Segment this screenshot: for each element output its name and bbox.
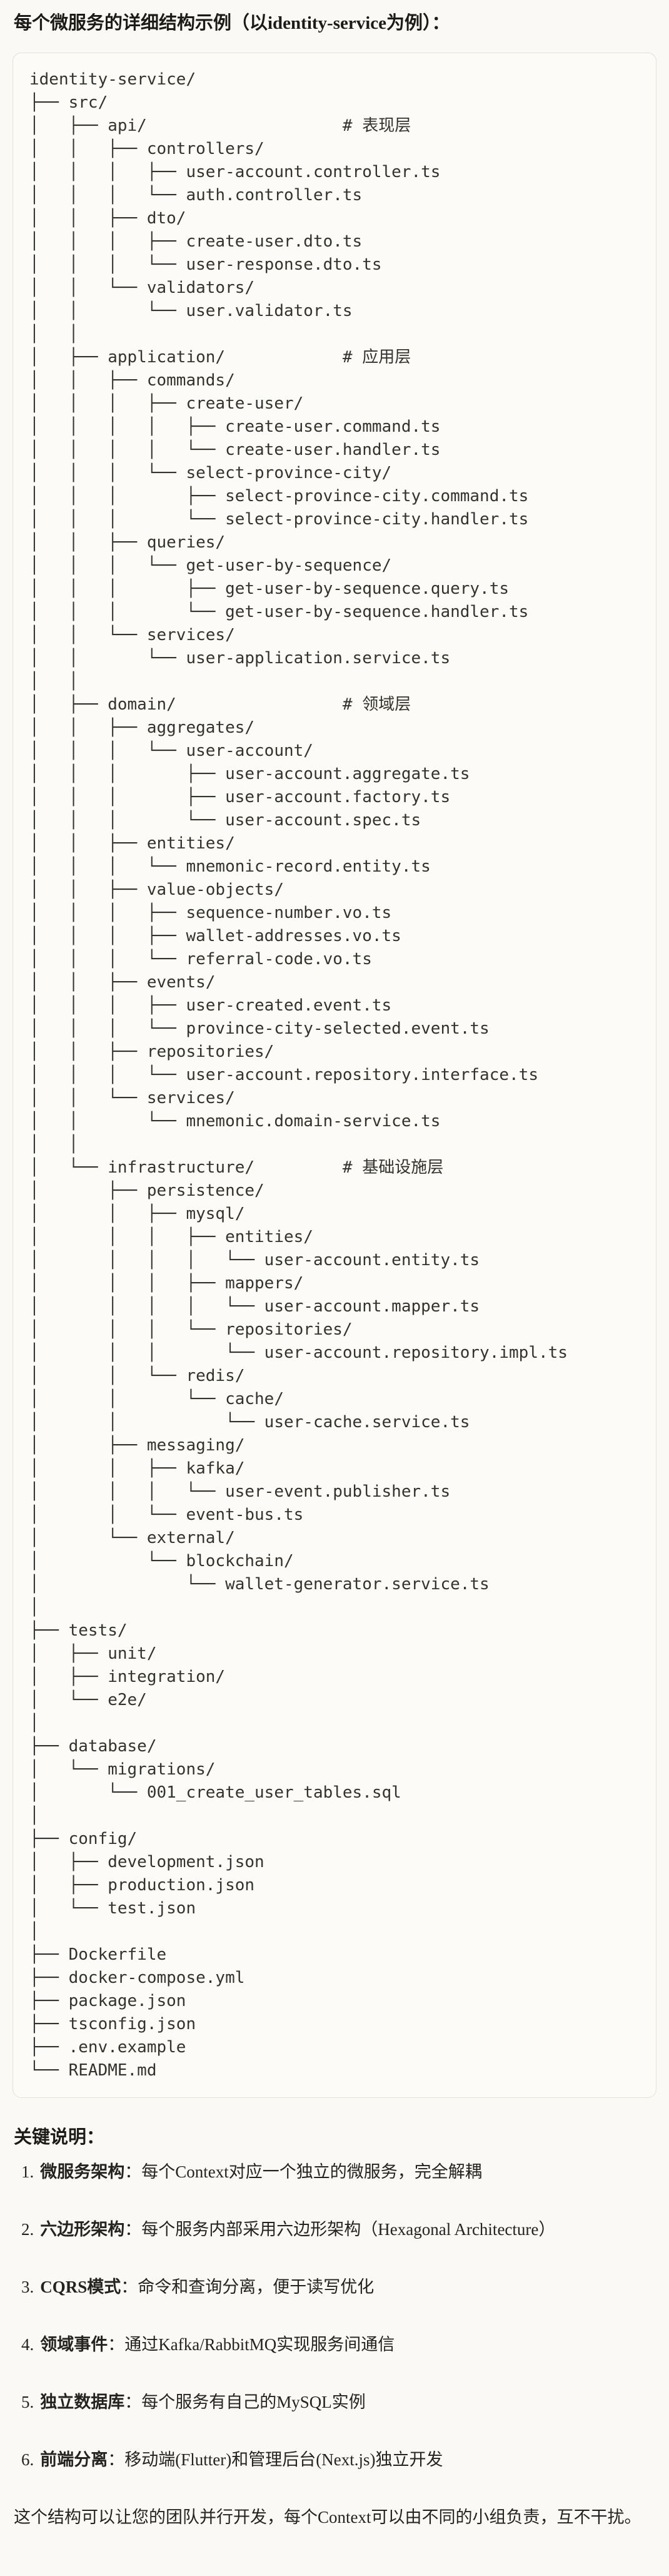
note-item: 6. 前端分离：移动端(Flutter)和管理后台(Next.js)独立开发 xyxy=(21,2447,656,2472)
note-separator: ： xyxy=(124,2162,142,2182)
note-number: 5. xyxy=(21,2393,34,2412)
note-separator: ： xyxy=(108,2335,125,2355)
note-separator: ： xyxy=(124,2220,142,2239)
note-text: 每个服务有自己的MySQL实例 xyxy=(141,2393,366,2412)
note-number: 4. xyxy=(21,2335,34,2355)
note-text: 命令和查询分离，便于读写优化 xyxy=(138,2278,375,2297)
note-text: 移动端(Flutter)和管理后台(Next.js)独立开发 xyxy=(124,2450,443,2470)
file-tree: identity-service/ ├── src/ │ ├── api/ # … xyxy=(29,70,568,2080)
note-label: 独立数据库 xyxy=(40,2393,125,2412)
note-separator: ： xyxy=(124,2393,142,2412)
note-item: 2. 六边形架构：每个服务内部采用六边形架构（Hexagonal Architec… xyxy=(21,2217,656,2242)
note-text: 通过Kafka/RabbitMQ实现服务间通信 xyxy=(124,2335,395,2355)
note-item: 1. 微服务架构：每个Context对应一个独立的微服务，完全解耦 xyxy=(21,2159,656,2184)
note-label: 微服务架构 xyxy=(40,2162,125,2182)
note-separator: ： xyxy=(121,2278,138,2297)
note-item: 3. CQRS模式：命令和查询分离，便于读写优化 xyxy=(21,2274,656,2299)
note-label: 前端分离 xyxy=(40,2450,108,2470)
notes-heading: 关键说明： xyxy=(14,2127,105,2148)
note-label: 领域事件 xyxy=(40,2335,108,2355)
closing-paragraph: 这个结构可以让您的团队并行开发，每个Context可以由不同的小组负责，互不干扰… xyxy=(14,2508,641,2527)
note-number: 3. xyxy=(21,2278,34,2297)
note-text: 每个Context对应一个独立的微服务，完全解耦 xyxy=(141,2162,482,2182)
page-title: 每个微服务的详细结构示例（以identity-service为例）： xyxy=(14,13,450,33)
note-item: 4. 领域事件：通过Kafka/RabbitMQ实现服务间通信 xyxy=(21,2332,656,2357)
note-number: 1. xyxy=(21,2162,34,2182)
note-separator: ： xyxy=(108,2450,125,2470)
note-item: 5. 独立数据库：每个服务有自己的MySQL实例 xyxy=(21,2390,656,2415)
note-label: 六边形架构 xyxy=(40,2220,125,2239)
note-number: 2. xyxy=(21,2220,34,2239)
notes-list: 1.微服务架构：每个Context对应一个独立的微服务，完全解耦 2.六边形架构… xyxy=(13,2159,656,2472)
note-label: CQRS模式 xyxy=(40,2278,121,2297)
file-tree-card: identity-service/ ├── src/ │ ├── api/ # … xyxy=(13,53,656,2099)
note-number: 6. xyxy=(21,2450,34,2470)
note-text: 每个服务内部采用六边形架构（Hexagonal Architecture） xyxy=(141,2220,556,2239)
